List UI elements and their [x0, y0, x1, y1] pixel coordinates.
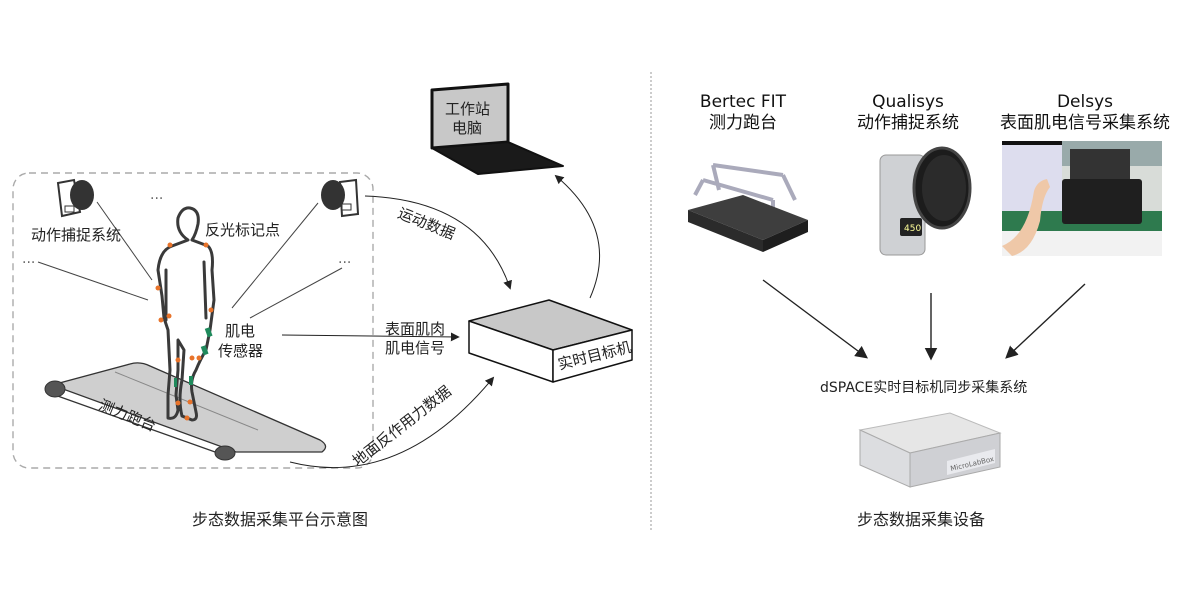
- target-machine-box-icon: [468, 299, 633, 383]
- bertec-treadmill-photo: [683, 140, 818, 255]
- ellipsis-left: ...: [22, 251, 36, 267]
- grf-data-arrow: [289, 376, 495, 469]
- to-workstation-arrow: [554, 174, 601, 299]
- emg-sensor-label-1: 肌电: [225, 322, 256, 340]
- device-brand: Delsys: [1056, 92, 1114, 112]
- right-panel-caption: 步态数据采集设备: [857, 510, 986, 529]
- human-figure: [156, 206, 216, 422]
- motion-data-arrow: [364, 195, 512, 290]
- workstation-laptop-icon: [430, 82, 564, 175]
- device-title-camera: Qualisys 动作捕捉系统: [848, 92, 968, 134]
- emg-sensors: [174, 327, 213, 387]
- camera-icon-left: [56, 178, 94, 218]
- ellipsis-top: ...: [150, 187, 164, 203]
- reflective-markers-label: 反光标记点: [205, 221, 281, 239]
- treadmill-illustration: [44, 362, 327, 461]
- emg-signal-arrow: [281, 332, 460, 342]
- qualisys-camera-photo: 450: [872, 140, 972, 260]
- device-type: 动作捕捉系统: [857, 113, 959, 133]
- emg-signal-label-1: 表面肌肉: [385, 320, 446, 338]
- ellipsis-right: ...: [338, 251, 352, 267]
- capture-area-boundary: [12, 172, 374, 469]
- workstation-label-2: 电脑: [452, 119, 483, 137]
- camera-icon-right: [321, 178, 360, 218]
- emg-signal-label-2: 肌电信号: [385, 339, 446, 357]
- motion-capture-label: 动作捕捉系统: [31, 226, 122, 244]
- svg-text:450: 450: [904, 224, 921, 234]
- dspace-microlabbox-photo: MicroLabBox: [855, 405, 1005, 490]
- device-type: 表面肌电信号采集系统: [1000, 113, 1170, 133]
- left-panel-caption: 步态数据采集平台示意图: [192, 510, 369, 529]
- device-brand: Bertec FIT: [699, 92, 787, 112]
- emg-to-dspace-arrow: [1005, 283, 1086, 359]
- delsys-emg-photo: [1002, 141, 1162, 256]
- reflective-markers: [155, 242, 214, 421]
- treadmill-to-dspace-arrow: [762, 279, 869, 359]
- device-type: 测力跑台: [709, 113, 777, 133]
- device-title-treadmill: Bertec FIT 测力跑台: [693, 92, 793, 134]
- emg-sensor-label-2: 传感器: [218, 342, 264, 360]
- device-brand: Qualisys: [872, 92, 944, 112]
- workstation-label-1: 工作站: [445, 100, 491, 118]
- device-title-emg: Delsys 表面肌电信号采集系统: [985, 92, 1181, 134]
- dspace-system-label: dSPACE实时目标机同步采集系统: [820, 380, 1028, 396]
